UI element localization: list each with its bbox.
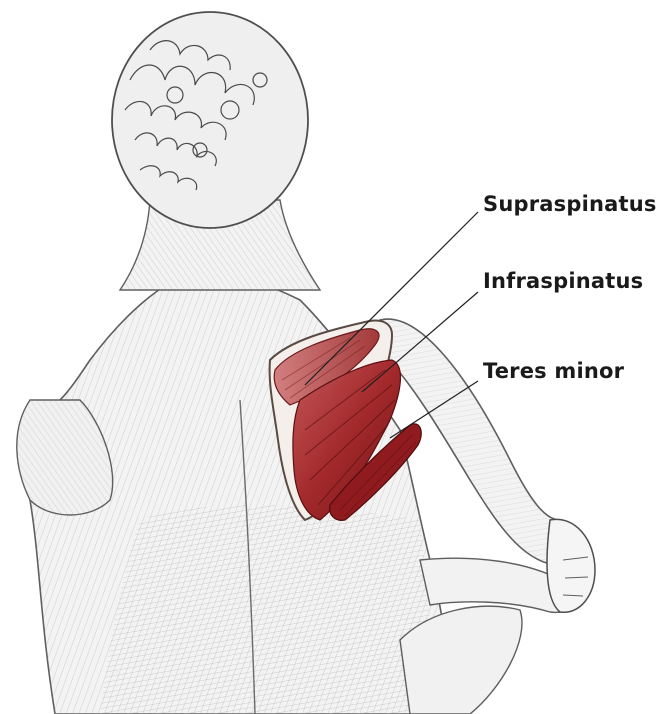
label-supraspinatus: Supraspinatus — [483, 192, 657, 216]
label-teres-minor: Teres minor — [483, 359, 624, 383]
label-infraspinatus: Infraspinatus — [483, 269, 643, 293]
head — [112, 12, 308, 228]
